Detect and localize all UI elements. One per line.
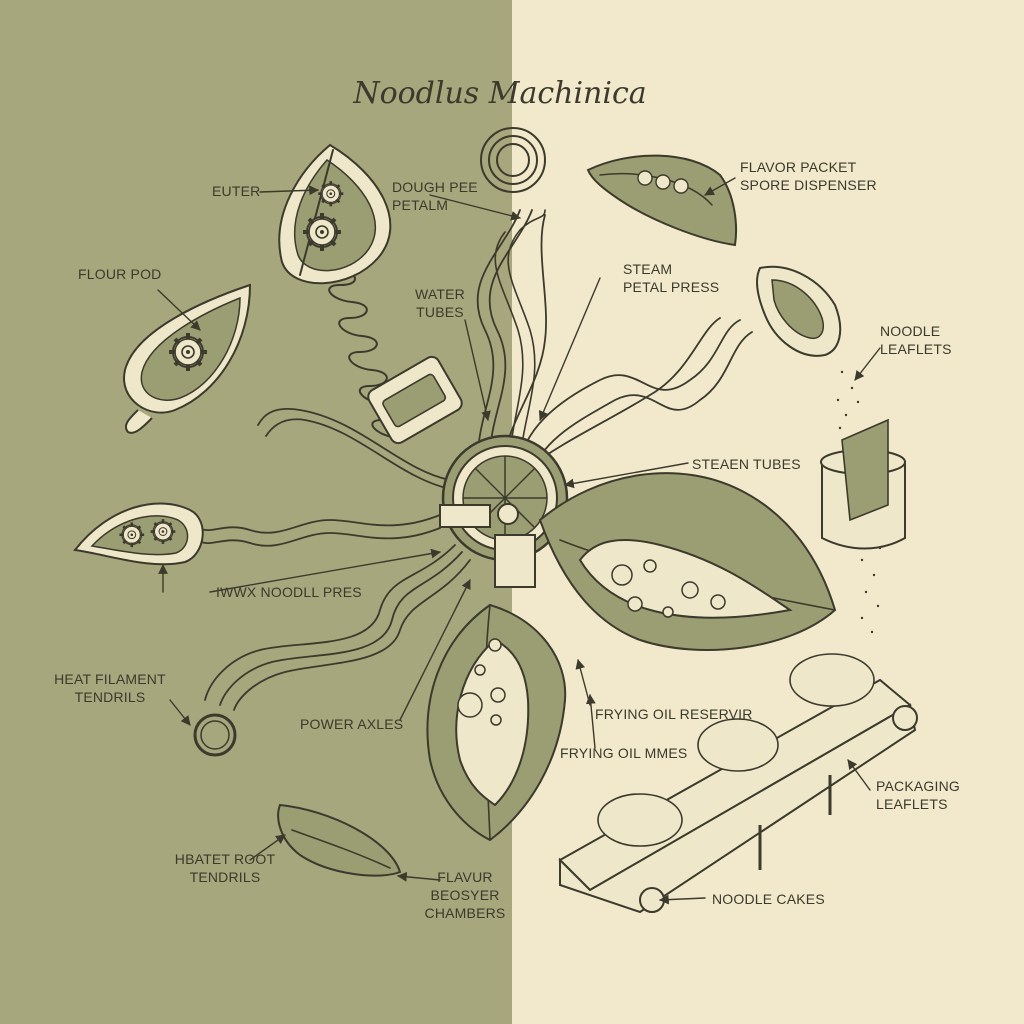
noodl-pres-pod [73, 502, 204, 566]
euter-pod [278, 143, 392, 285]
label-noodle-leaflets: NOODLE LEAFLETS [880, 323, 952, 357]
label-flavor-packet: FLAVOR PACKET SPORE DISPENSER [740, 159, 877, 193]
label-noodl-pres: IWWX NOODLL PRES [216, 584, 362, 600]
twisted-tube [494, 209, 546, 471]
label-steaen-tubes: STEAEN TUBES [692, 456, 801, 472]
label-noodle-cakes: NOODLE CAKES [712, 891, 825, 907]
central-hub [439, 434, 569, 588]
noodle-cakes [597, 653, 875, 847]
water-tubes [199, 209, 753, 711]
clamp-block [367, 355, 463, 445]
label-dough-press: DOUGH PEE PETALM [392, 179, 478, 213]
noodle-leaflet-pod [756, 265, 842, 357]
heater-pod [277, 803, 402, 877]
ring-icons [193, 127, 546, 757]
label-frying-mmes: FRYING OIL MMES [560, 745, 688, 761]
page-title: Noodlus Machinica [353, 76, 647, 111]
label-flavur-chambers: FLAVUR BEOSYER CHAMBERS [424, 869, 506, 921]
label-euter: EUTER [212, 183, 261, 199]
label-water-tubes: WATER TUBES [415, 286, 465, 320]
label-frying-reservoir: FRYING OIL RESERVIR [595, 706, 753, 722]
label-power-axles: POWER AXLES [300, 716, 404, 732]
left-panel [0, 0, 512, 1024]
flour-pod [123, 283, 252, 434]
frying-leaf [538, 472, 837, 651]
flavor-packet-pod [586, 154, 738, 247]
noodle-cup [820, 418, 906, 550]
label-arrows [157, 177, 881, 905]
label-heater-root: HBATET ROOT TENDRILS [174, 851, 276, 885]
power-leaf [426, 603, 567, 842]
label-packaging: PACKAGING LEAFLETS [876, 778, 961, 812]
label-flour-pod: FLOUR POD [78, 266, 162, 282]
label-steam-press: STEAM PETAL PRESS [623, 261, 720, 295]
label-heat-filament: HEAT FILAMENT TENDRILS [54, 671, 166, 705]
